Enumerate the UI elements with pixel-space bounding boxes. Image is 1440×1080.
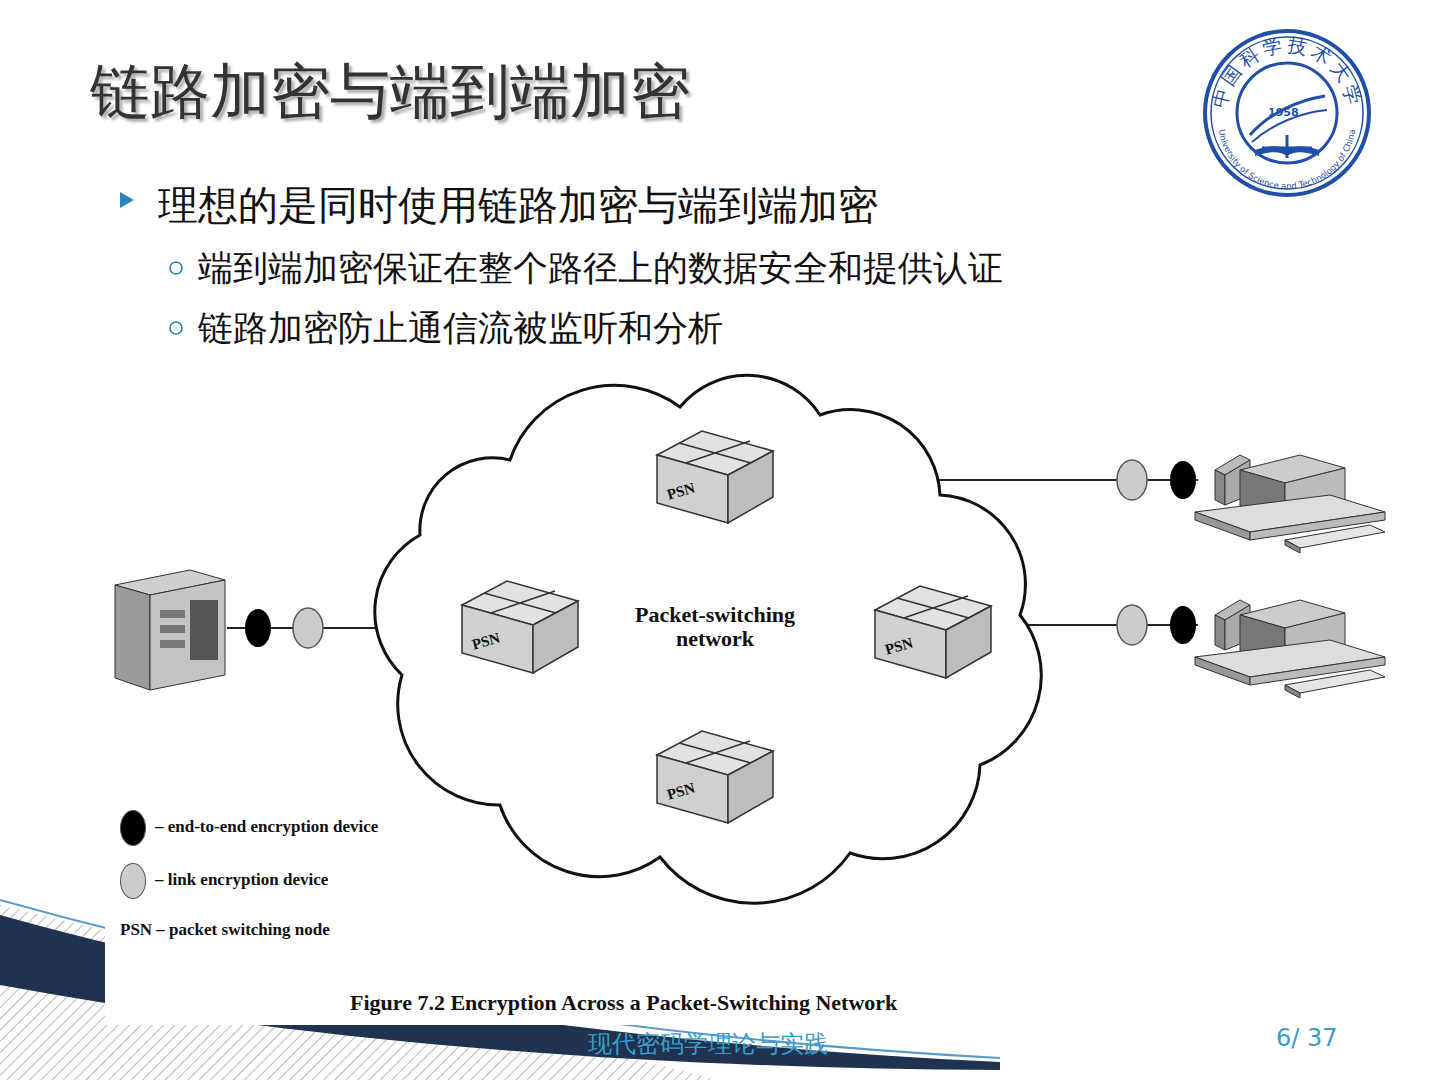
university-logo [1205,31,1369,195]
legend-text: – end-to-end encryption device [155,817,378,837]
sub-bullet-marker [170,322,182,334]
psn-box-shape [460,575,580,675]
bullet-text: 链路加密防止通信流被监听和分析 [198,305,723,352]
legend-text: – link encryption device [155,870,328,890]
logo-year: 1958 [1268,106,1299,119]
packet-switching-node: PSN [655,425,775,525]
logo-english-name: University of Science and Technology of … [1217,128,1358,191]
legend-swatch [120,810,146,846]
psn-box-shape [873,580,993,680]
figure-caption: Figure 7.2 Encryption Across a Packet-Sw… [350,990,897,1016]
bullet-marker [120,192,134,208]
footer-text: 现代密码学理论与实践 [588,1028,828,1060]
legend-swatch [120,863,146,899]
network-cloud: Packet-switching networkPSNPSNPSNPSN [380,385,1050,875]
sub-bullet-marker [170,262,182,274]
network-label: Packet-switching network [595,603,835,651]
bullet-text: 理想的是同时使用链路加密与端到端加密 [158,178,878,233]
server-icon [115,570,225,690]
slide-title: 链路加密与端到端加密 [90,52,690,133]
packet-switching-node: PSN [460,575,580,675]
computer-icon [1195,600,1385,698]
legend-text: PSN – packet switching node [120,920,330,940]
psn-box-shape [655,425,775,525]
computer-icon [1195,455,1385,553]
psn-box-shape [655,725,775,825]
bullet-text: 端到端加密保证在整个路径上的数据安全和提供认证 [198,245,1003,292]
packet-switching-node: PSN [873,580,993,680]
logo-chinese-name: 中国科学技术大学 [1208,33,1367,110]
page-number: 6/ 37 [1276,1024,1338,1052]
packet-switching-node: PSN [655,725,775,825]
